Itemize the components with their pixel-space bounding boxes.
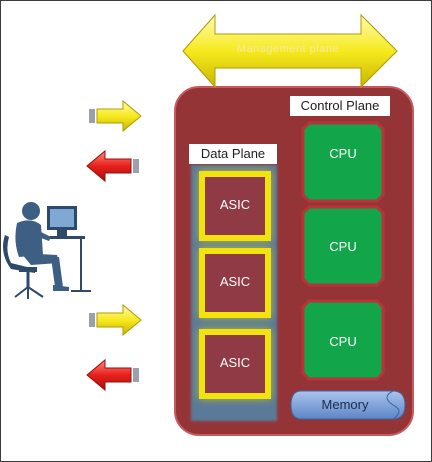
management-plane-label: Management plane: [236, 43, 340, 55]
incoming-arrow-icon: [89, 99, 142, 133]
outgoing-arrow-icon: [86, 149, 139, 183]
outgoing-arrow-icon: [86, 358, 139, 392]
asic-label-2: ASIC: [219, 274, 251, 289]
asic-block-3: [199, 329, 271, 399]
cpu-label-3: CPU: [329, 334, 357, 349]
cpu-chip-1: [301, 121, 385, 203]
asic-label-3: ASIC: [219, 355, 251, 370]
user-at-computer-icon: [3, 202, 91, 299]
cpu-chip-2: [301, 205, 385, 287]
asic-block-1: [199, 171, 271, 241]
incoming-arrow-icon: [89, 303, 142, 337]
asic-block-2: [199, 248, 271, 318]
control-plane-label: Control Plane: [290, 96, 390, 116]
cpu-label-1: CPU: [329, 146, 357, 161]
cpu-chip-3: [301, 299, 385, 381]
data-plane-label: Data Plane: [189, 144, 277, 164]
cpu-label-2: CPU: [329, 239, 357, 254]
asic-label-1: ASIC: [219, 197, 251, 212]
management-arrow-icon: [182, 13, 398, 89]
memory-label: Memory: [321, 397, 369, 412]
memory-module: [290, 390, 406, 420]
